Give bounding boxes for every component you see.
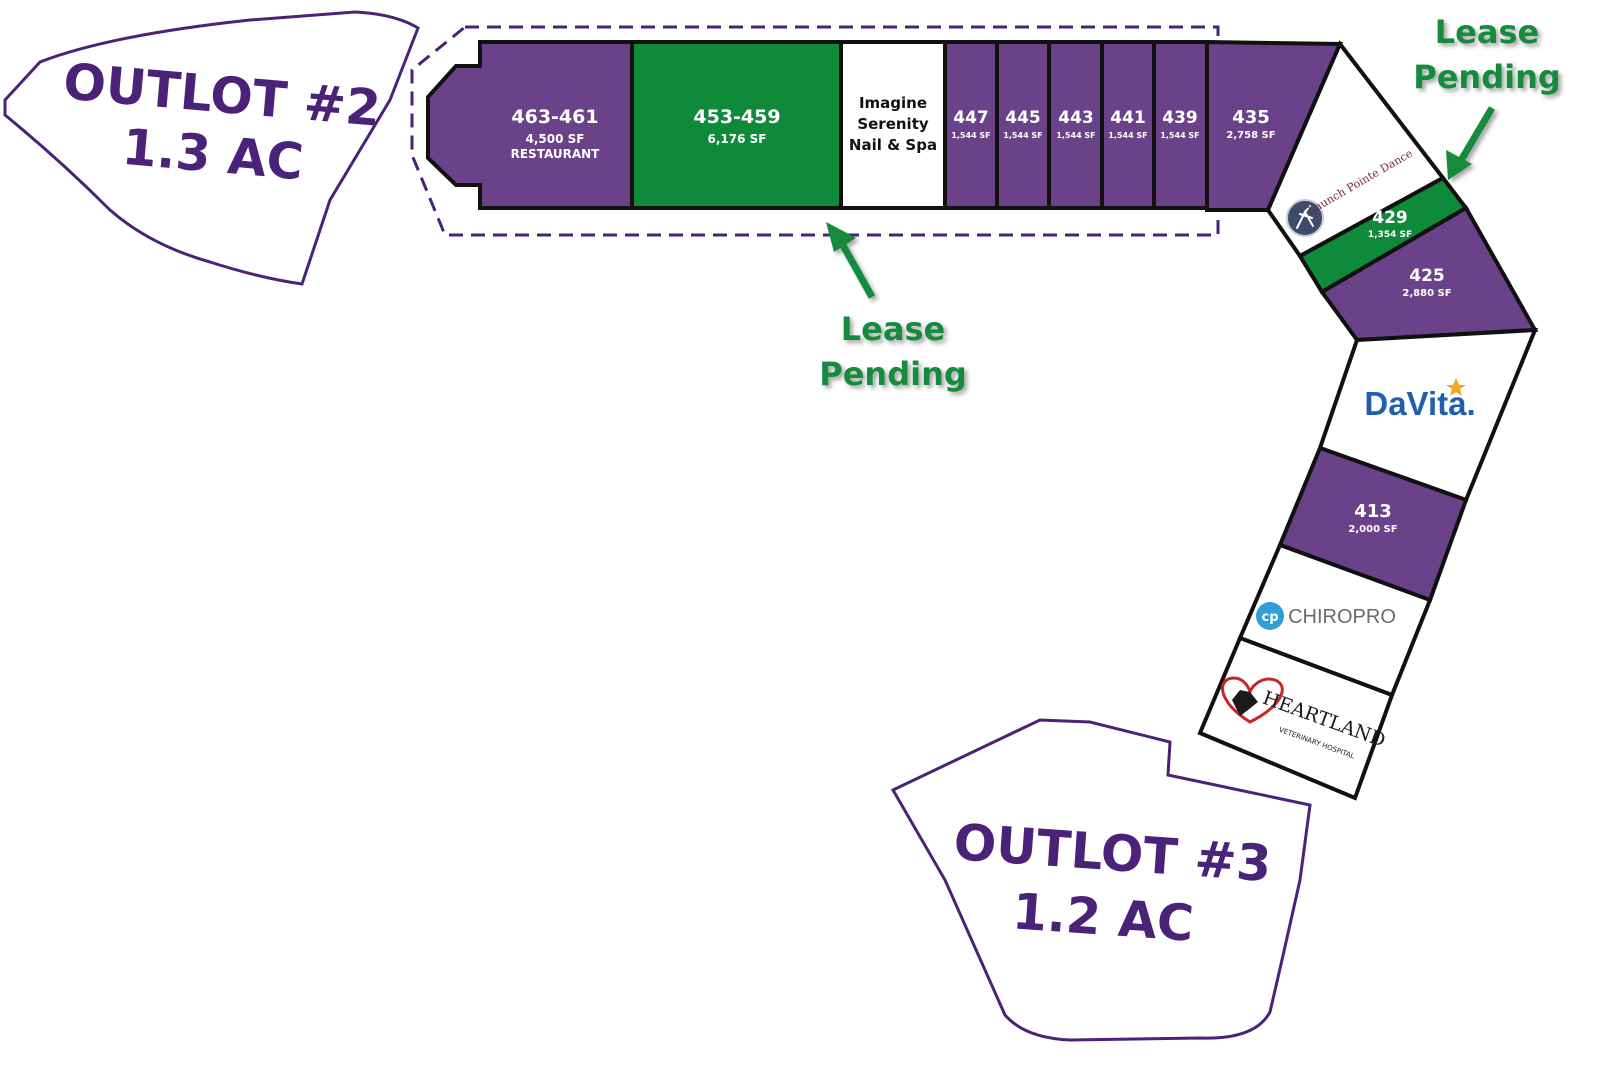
unit-447-number: 447 [953,108,989,128]
unit-447-area: 1,544 SF [951,131,990,140]
imagine-serenity-line-2: Serenity [857,115,929,133]
unit-453-459-number: 453-459 [693,106,780,128]
cp-circle-logo-icon: cp [1256,602,1284,630]
unit-439-number: 439 [1162,108,1198,128]
unit-429-number: 429 [1372,208,1408,228]
unit-435-area: 2,758 SF [1226,130,1275,141]
pad-dashed-outline [410,25,1220,237]
arrow-icon [1446,106,1496,180]
unit-441-number: 441 [1110,108,1146,128]
unit-463-461-number: 463-461 [511,106,598,128]
unit-429-area: 1,354 SF [1368,230,1412,240]
unit-463-461-note: RESTAURANT [511,147,601,161]
unit-453-459[interactable] [630,40,843,210]
unit-435-number: 435 [1232,107,1270,128]
unit-413-number: 413 [1354,501,1392,522]
lease-pending-1-line-2: Pending [819,355,967,393]
unit-443-area: 1,544 SF [1056,131,1095,140]
lease-pending-2-line-2: Pending [1413,58,1561,96]
heart-pet-logo-icon [1221,676,1284,724]
outlot-3-size: 1.2 AC [1011,882,1196,953]
outlot-2-boundary [3,10,420,286]
imagine-serenity-line-1: Imagine [859,94,927,112]
lease-pending-1-line-1: Lease [841,310,945,348]
unit-463-461-area: 4,500 SF [526,132,585,146]
unit-413-area: 2,000 SF [1348,524,1397,535]
unit-heartland[interactable] [1197,635,1395,801]
unit-445-area: 1,544 SF [1003,131,1042,140]
unit-439-area: 1,544 SF [1160,131,1199,140]
arrow-icon [826,222,876,299]
outlot-3-boundary [890,718,1312,1042]
unit-445[interactable] [995,40,1051,210]
unit-425-number: 425 [1409,266,1445,286]
lease-pending-2-line-1: Lease [1435,13,1539,51]
unit-425-area: 2,880 SF [1402,288,1451,299]
chiropro-name: CHIROPRO [1288,606,1396,628]
unit-imagine-serenity[interactable] [839,40,947,210]
imagine-serenity-line-3: Nail & Spa [849,136,937,154]
svg-text:cp: cp [1261,610,1278,625]
unit-445-number: 445 [1005,108,1041,128]
unit-441[interactable] [1100,40,1156,210]
unit-453-459-area: 6,176 SF [708,132,767,146]
unit-439[interactable] [1152,40,1209,210]
unit-441-area: 1,544 SF [1108,131,1147,140]
star-icon [1446,378,1466,396]
unit-443-number: 443 [1058,108,1094,128]
dancer-logo-icon [1286,199,1324,237]
